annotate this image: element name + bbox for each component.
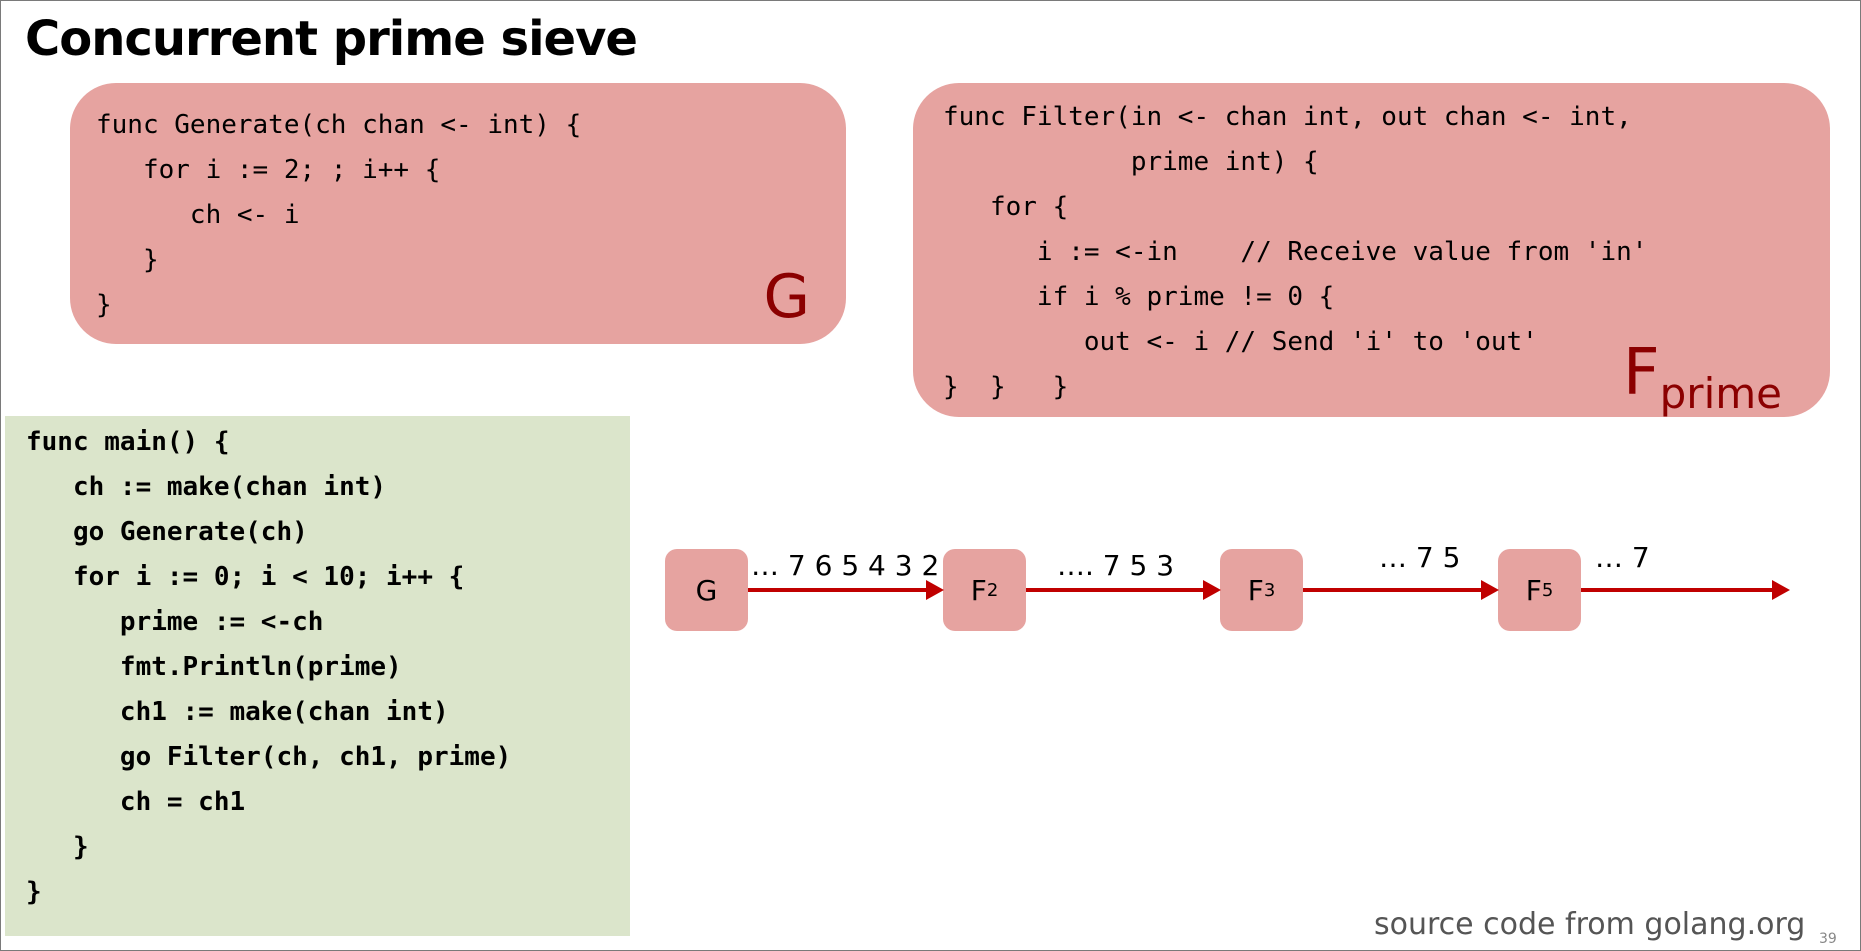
channel-arrow (1581, 580, 1790, 600)
source-credit: source code from golang.org (1374, 907, 1806, 942)
channel-values: … 7 (1595, 541, 1650, 574)
node-subscript: 5 (1541, 579, 1554, 601)
filter-label: Fprime (1623, 341, 1782, 415)
channel-values: … 7 5 (1379, 541, 1461, 574)
channel-values: …. 7 5 3 (1057, 549, 1175, 582)
generate-code-box: func Generate(ch chan <- int) { for i :=… (70, 83, 846, 344)
filter-label-main: F (1622, 336, 1660, 410)
channel-arrow (1026, 580, 1221, 600)
generate-code: func Generate(ch chan <- int) { for i :=… (96, 110, 582, 320)
page-number: 39 (1819, 931, 1837, 947)
main-code-box: func main() { ch := make(chan int) go Ge… (5, 416, 630, 936)
slide-title: Concurrent prime sieve (25, 11, 638, 67)
node-label: F (1247, 573, 1264, 607)
filter-code-box: func Filter(in <- chan int, out chan <- … (913, 83, 1830, 417)
node-label: F (1525, 573, 1542, 607)
filter-code: func Filter(in <- chan int, out chan <- … (943, 102, 1648, 402)
channel-arrow (748, 580, 944, 600)
channel-arrow (1303, 580, 1499, 600)
node-label: G (695, 573, 718, 607)
filter-label-sub: prime (1659, 369, 1782, 418)
node-subscript: 3 (1263, 579, 1276, 601)
pipeline-node-generate: G (665, 549, 748, 631)
node-label: F (970, 573, 987, 607)
generate-label: G (763, 262, 811, 332)
node-subscript: 2 (986, 579, 999, 601)
channel-values: … 7 6 5 4 3 2 (751, 549, 940, 582)
main-code: func main() { ch := make(chan int) go Ge… (26, 427, 512, 907)
